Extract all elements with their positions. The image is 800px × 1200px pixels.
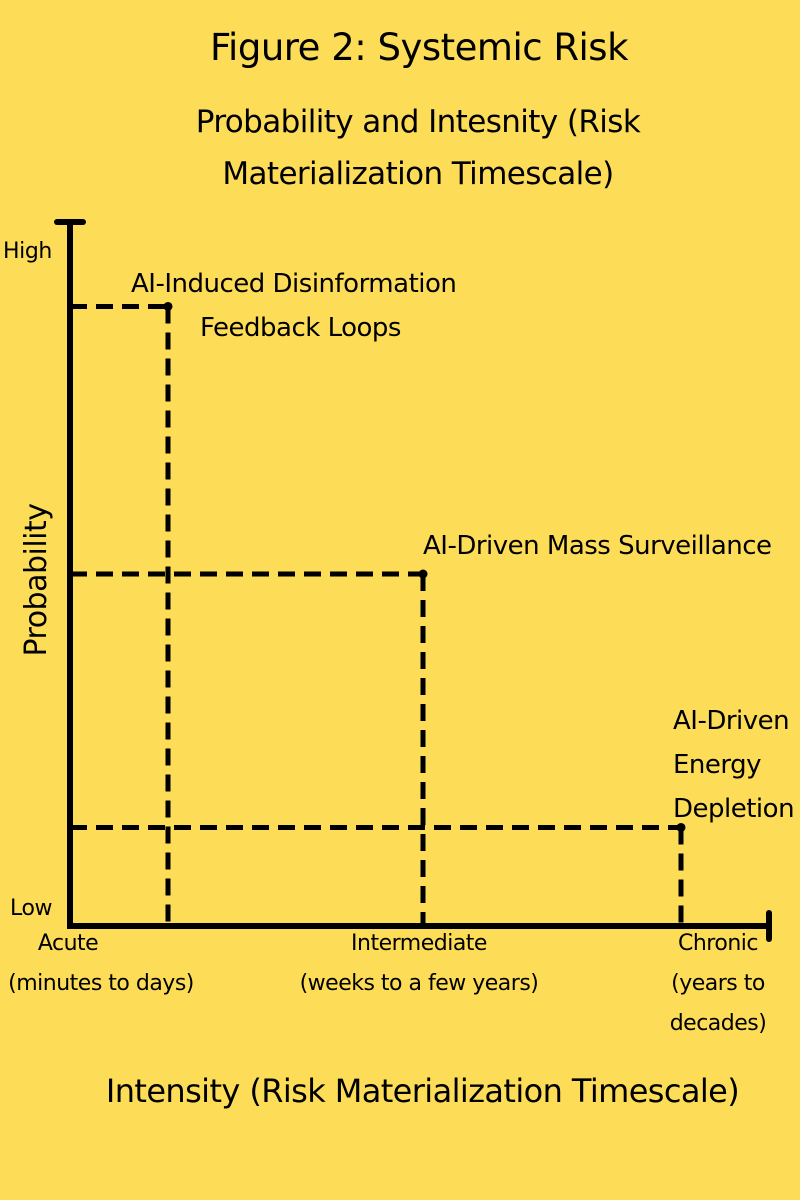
x-tick-sublabel: (weeks to a few years) bbox=[299, 971, 539, 996]
point-label-line: Depletion bbox=[673, 794, 795, 824]
data-points bbox=[163, 301, 686, 832]
x-tick-chronic: Chronic (years to decades) bbox=[666, 924, 770, 1044]
x-tick-acute: Acute (minutes to days) bbox=[6, 924, 196, 1004]
x-tick-label: Acute bbox=[37, 931, 99, 956]
x-tick-label: Chronic bbox=[678, 931, 758, 956]
drop-lines bbox=[70, 303, 684, 926]
point-label-line: Energy bbox=[673, 750, 762, 780]
point-label-line: Feedback Loops bbox=[200, 313, 401, 343]
y-axis-label: Probability bbox=[19, 503, 54, 657]
data-point-2 bbox=[418, 569, 428, 579]
data-point-3 bbox=[676, 822, 686, 832]
point-label-line: AI-Driven bbox=[673, 706, 790, 736]
point-label-energy: AI-Driven Energy Depletion bbox=[673, 699, 795, 831]
point-label-disinformation: AI-Induced Disinformation Feedback Loops bbox=[131, 262, 457, 350]
chart-title: Figure 2: Systemic Risk bbox=[209, 26, 629, 69]
point-label-line: AI-Driven Mass Surveillance bbox=[423, 531, 772, 561]
x-tick-sublabel: (minutes to days) bbox=[8, 971, 194, 996]
y-level-low: Low bbox=[10, 896, 53, 921]
point-label-line: AI-Induced Disinformation bbox=[131, 269, 457, 299]
x-tick-intermediate: Intermediate (weeks to a few years) bbox=[296, 924, 542, 1004]
data-point-1 bbox=[163, 301, 173, 311]
y-level-high: High bbox=[3, 239, 52, 264]
x-axis-label: Intensity (Risk Materialization Timescal… bbox=[105, 1072, 740, 1110]
x-tick-label: Intermediate bbox=[351, 931, 487, 956]
x-tick-sublabel: (years to decades) bbox=[669, 971, 767, 1036]
point-label-surveillance: AI-Driven Mass Surveillance bbox=[423, 524, 772, 568]
chart-subtitle: Probability and Intesnity (Risk Material… bbox=[195, 104, 641, 192]
